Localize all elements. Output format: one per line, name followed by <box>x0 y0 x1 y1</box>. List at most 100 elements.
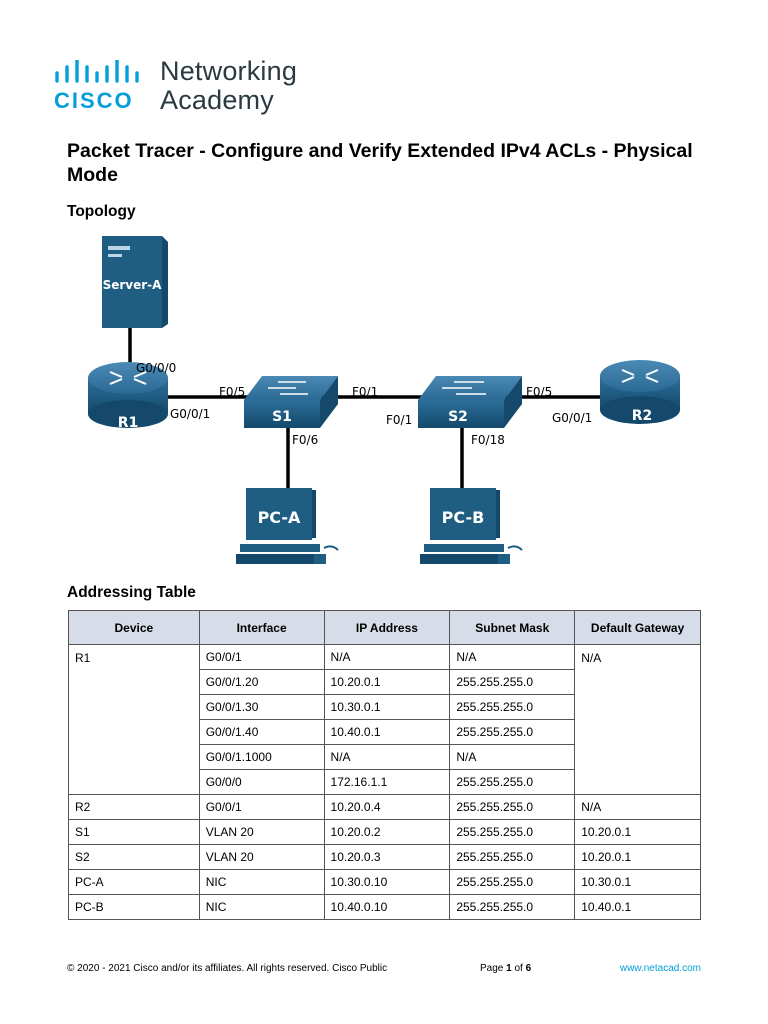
port-s2-pcb: F0/18 <box>471 433 505 447</box>
page-current: 1 <box>506 963 512 974</box>
table-cell: 10.20.0.1 <box>574 844 701 870</box>
table-row: S1 VLAN 20 10.20.0.2 255.255.255.0 10.20… <box>68 819 701 845</box>
addressing-table: Device Interface IP Address Subnet Mask … <box>68 610 701 920</box>
table-cell: 10.40.0.1 <box>574 894 701 920</box>
logo-academy-text: Academy <box>160 85 274 115</box>
table-row: PC-A NIC 10.30.0.10 255.255.255.0 10.30.… <box>68 869 701 895</box>
server-a-label: Server-A <box>103 278 163 292</box>
table-cell: 255.255.255.0 <box>449 794 576 820</box>
logo-networking-text: Networking <box>160 56 298 86</box>
port-s1-r1: F0/5 <box>219 385 245 399</box>
server-a-icon <box>102 236 168 328</box>
netacad-link[interactable]: www.netacad.com <box>619 963 701 974</box>
table-cell: 255.255.255.0 <box>449 769 576 795</box>
table-cell: N/A <box>323 744 451 770</box>
table-cell: VLAN 20 <box>198 844 325 870</box>
table-cell: 255.255.255.0 <box>449 719 576 745</box>
table-cell: 10.20.0.4 <box>323 794 451 820</box>
port-s1-s2: F0/1 <box>352 385 378 399</box>
column-header-ip-address: IP Address <box>323 610 451 645</box>
r1-label: R1 <box>118 415 139 431</box>
table-cell: 10.40.0.1 <box>323 719 451 745</box>
router-r1-icon <box>88 362 168 428</box>
switch-s1-icon <box>244 376 338 428</box>
table-cell: R2 <box>68 794 200 820</box>
table-row: G0/0/1.30 10.30.0.1 255.255.255.0 <box>69 694 701 720</box>
table-cell: G0/0/1 <box>198 644 325 670</box>
router-r2-icon <box>600 360 680 424</box>
column-header-device: Device <box>68 610 200 645</box>
port-r1-up: G0/0/0 <box>136 361 176 375</box>
s2-label: S2 <box>448 409 468 425</box>
table-cell: N/A <box>574 794 701 820</box>
table-cell: G0/0/1.40 <box>198 719 325 745</box>
pc-b-icon <box>420 488 523 564</box>
page-footer: © 2020 - 2021 Cisco and/or its affiliate… <box>67 963 707 979</box>
table-cell: 10.30.0.1 <box>323 694 451 720</box>
column-header-interface: Interface <box>198 610 325 645</box>
cell-device-r1: R1 <box>68 644 200 795</box>
page-title: Packet Tracer - Configure and Verify Ext… <box>67 140 693 186</box>
cisco-networking-academy-logo: CISCO Networking Academy <box>54 56 314 118</box>
table-cell: N/A <box>449 644 576 670</box>
port-s1-pca: F0/6 <box>292 433 318 447</box>
table-cell: 10.20.0.1 <box>323 669 451 695</box>
cisco-bars-icon <box>55 60 139 83</box>
column-header-default-gateway: Default Gateway <box>574 610 701 645</box>
table-cell: 10.20.0.2 <box>323 819 451 845</box>
switch-s2-icon <box>418 376 522 428</box>
page-of-label: of <box>514 963 523 974</box>
table-row: PC-B NIC 10.40.0.10 255.255.255.0 10.40.… <box>68 894 701 920</box>
port-s2-s1: F0/1 <box>386 413 412 427</box>
s1-label: S1 <box>272 409 292 425</box>
table-cell: 10.40.0.10 <box>323 894 451 920</box>
pc-b-label: PC-B <box>442 508 485 527</box>
cell-gateway-r1: N/A <box>574 644 701 795</box>
table-cell: 10.20.0.3 <box>323 844 451 870</box>
table-cell: 255.255.255.0 <box>449 819 576 845</box>
page-label: Page <box>480 963 504 974</box>
table-cell: PC-B <box>68 894 200 920</box>
table-row: G0/0/1.1000 N/A N/A <box>69 744 701 770</box>
table-cell: 172.16.1.1 <box>323 769 451 795</box>
table-cell: G0/0/0 <box>198 769 325 795</box>
table-cell: 255.255.255.0 <box>449 669 576 695</box>
table-cell: 255.255.255.0 <box>449 894 576 920</box>
table-cell: 10.30.0.10 <box>323 869 451 895</box>
table-cell: S2 <box>68 844 200 870</box>
port-r2-s2: G0/0/1 <box>552 411 592 425</box>
addressing-table-heading: Addressing Table <box>67 584 196 601</box>
pc-a-icon <box>236 488 339 564</box>
table-cell: NIC <box>198 869 325 895</box>
table-cell: G0/0/1.1000 <box>198 744 325 770</box>
port-r1-s1: G0/0/1 <box>170 407 210 421</box>
table-header-row: Device Interface IP Address Subnet Mask … <box>68 610 701 645</box>
table-row: G0/0/1.40 10.40.0.1 255.255.255.0 <box>69 719 701 745</box>
table-cell: 10.20.0.1 <box>574 819 701 845</box>
page-number: Page 1 of 6 <box>480 963 531 974</box>
table-cell: N/A <box>449 744 576 770</box>
table-cell: 10.30.0.1 <box>574 869 701 895</box>
r2-label: R2 <box>632 408 653 424</box>
table-row: R1 G0/0/1 N/A N/A N/A <box>68 644 701 795</box>
table-cell: 255.255.255.0 <box>449 694 576 720</box>
table-row: G0/0/1.20 10.20.0.1 255.255.255.0 <box>69 669 701 695</box>
page-total: 6 <box>525 963 532 974</box>
table-cell: G0/0/1.20 <box>198 669 325 695</box>
table-cell: 255.255.255.0 <box>449 844 576 870</box>
table-cell: VLAN 20 <box>198 819 325 845</box>
table-cell: N/A <box>323 644 451 670</box>
column-header-subnet-mask: Subnet Mask <box>449 610 576 645</box>
table-cell: G0/0/1.30 <box>198 694 325 720</box>
topology-diagram: Server-A R1 S1 S2 <box>88 236 680 564</box>
pc-a-label: PC-A <box>258 508 301 527</box>
table-cell: 255.255.255.0 <box>449 869 576 895</box>
table-row: S2 VLAN 20 10.20.0.3 255.255.255.0 10.20… <box>68 844 701 870</box>
cisco-wordmark: CISCO <box>54 88 134 113</box>
table-cell: NIC <box>198 894 325 920</box>
table-cell: G0/0/1 <box>198 794 325 820</box>
table-cell: PC-A <box>68 869 200 895</box>
port-s2-r2: F0/5 <box>526 385 552 399</box>
topology-heading: Topology <box>67 203 136 220</box>
table-cell: S1 <box>68 819 200 845</box>
